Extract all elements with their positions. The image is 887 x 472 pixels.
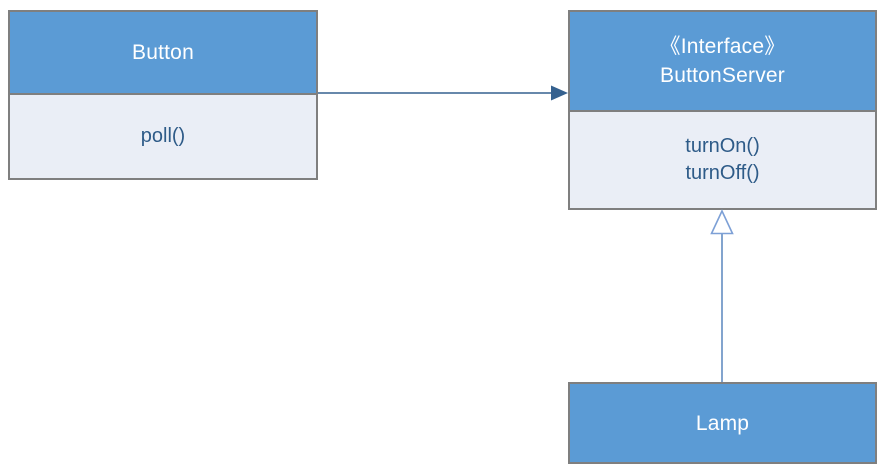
uml-interface-buttonserver-members: turnOn() turnOff() — [570, 112, 875, 208]
hollow-triangle-arrowhead-icon — [710, 209, 734, 235]
uml-member: poll() — [140, 125, 186, 147]
uml-class-button-members: poll() — [10, 95, 316, 178]
uml-member: turnOff() — [685, 162, 760, 184]
uml-interface-buttonserver-header: 《Interface》 ButtonServer — [570, 12, 875, 112]
uml-class-name: ButtonServer — [660, 64, 785, 87]
filled-arrowhead-icon — [551, 85, 568, 101]
uml-class-button[interactable]: Button poll() — [8, 10, 318, 180]
uml-class-name: Lamp — [695, 411, 750, 435]
uml-stereotype: 《Interface》 — [659, 35, 786, 58]
uml-member: turnOn() — [685, 135, 760, 157]
realization-connector-lamp-to-buttonserver[interactable] — [710, 209, 734, 382]
uml-class-name: Button — [132, 41, 194, 64]
uml-class-lamp-header: Lamp — [570, 384, 875, 462]
association-connector-button-to-buttonserver[interactable] — [318, 85, 568, 101]
uml-interface-buttonserver[interactable]: 《Interface》 ButtonServer turnOn() turnOf… — [568, 10, 877, 210]
uml-class-lamp[interactable]: Lamp — [568, 382, 877, 464]
uml-class-button-header: Button — [10, 12, 316, 95]
